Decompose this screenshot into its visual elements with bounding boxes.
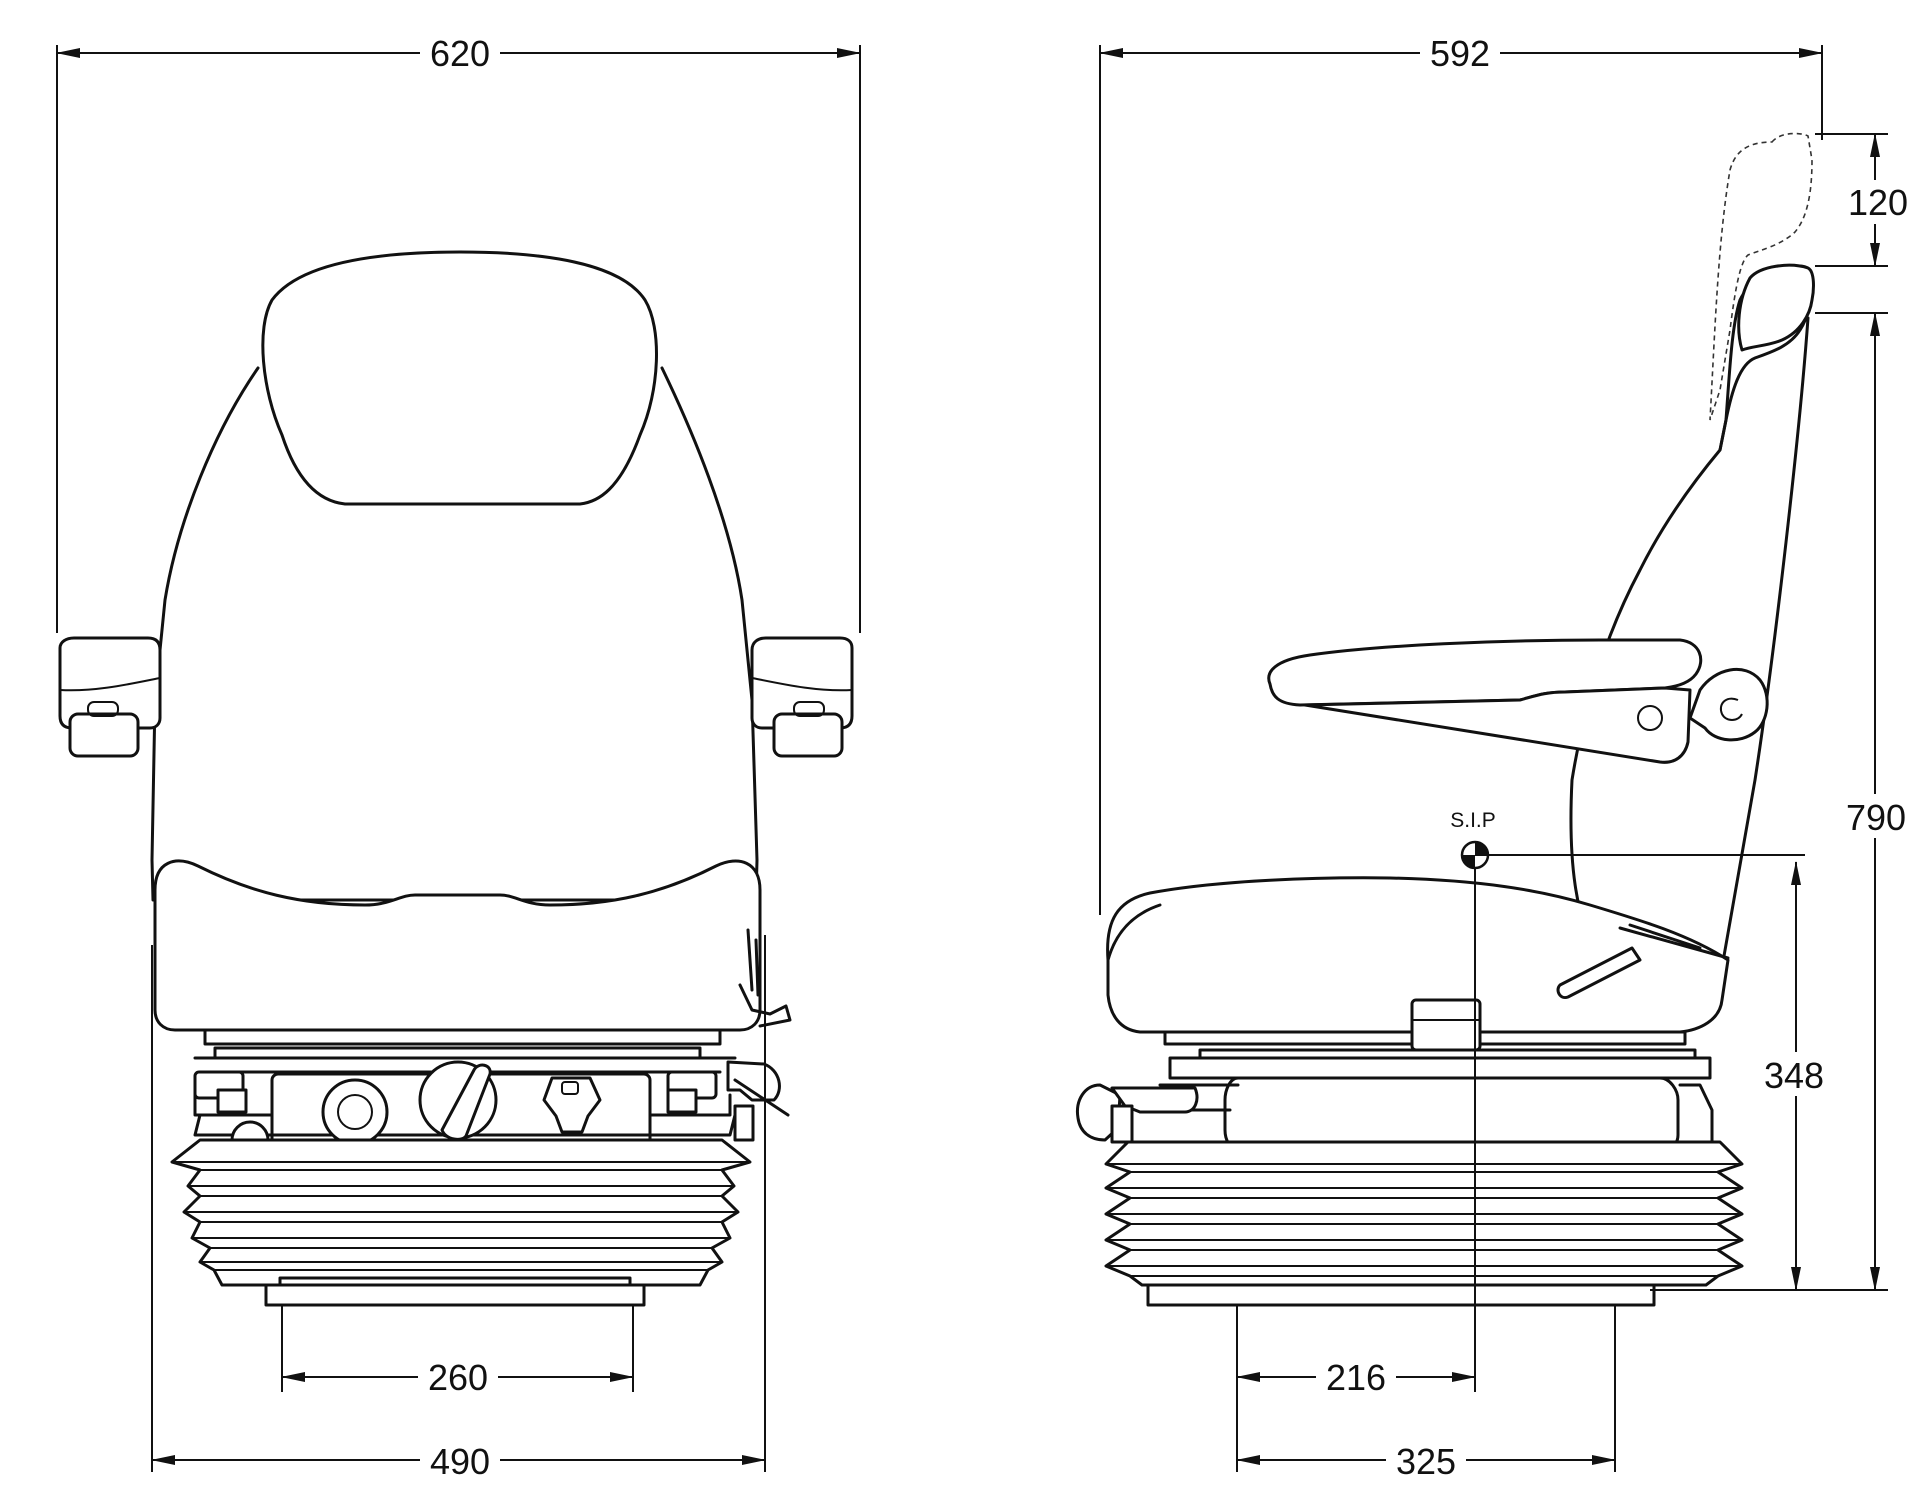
dim-sip-height-label: 348 bbox=[1764, 1055, 1824, 1096]
side-recline-pivot bbox=[1688, 668, 1769, 742]
side-recline-lever bbox=[1556, 923, 1730, 1000]
dim-front-mount: 260 bbox=[281, 1305, 634, 1399]
dim-front-base: 490 bbox=[151, 935, 766, 1482]
side-headrest bbox=[1737, 263, 1815, 352]
dim-side-height-label: 790 bbox=[1846, 797, 1906, 838]
front-seat-plate bbox=[203, 1028, 722, 1046]
dim-sip-offset: 216 bbox=[1236, 868, 1476, 1472]
front-height-knob bbox=[321, 1078, 389, 1146]
dim-side-height: 790 bbox=[1650, 312, 1920, 1291]
side-headrest-raised bbox=[1709, 132, 1813, 421]
dim-side-mount-label: 325 bbox=[1396, 1441, 1456, 1482]
dim-side-depth-label: 592 bbox=[1430, 33, 1490, 74]
front-weight-dial bbox=[418, 1060, 498, 1141]
front-damper-knob bbox=[542, 1076, 602, 1134]
dim-sip-offset-label: 216 bbox=[1326, 1357, 1386, 1398]
dim-sip-height: 348 bbox=[1475, 854, 1835, 1291]
side-console bbox=[1410, 998, 1482, 1052]
side-fore-aft-handle bbox=[1075, 1083, 1199, 1144]
front-armrest-left bbox=[58, 636, 162, 758]
side-suspension-body bbox=[1223, 1076, 1680, 1152]
front-view bbox=[58, 250, 854, 1307]
front-suspension-frame bbox=[213, 1046, 702, 1060]
dim-side-mount: 325 bbox=[1236, 1305, 1616, 1482]
dim-headrest-adjust-label: 120 bbox=[1848, 182, 1908, 223]
front-base-plate bbox=[264, 1283, 646, 1307]
sip-label: S.I.P bbox=[1450, 809, 1496, 832]
dimension-lines: 620 490 260 592 bbox=[56, 30, 1920, 1482]
dim-front-width: 620 bbox=[56, 30, 861, 633]
front-fore-aft-handle bbox=[726, 1060, 790, 1142]
side-armrest-support bbox=[1303, 686, 1692, 764]
front-headrest bbox=[261, 250, 658, 506]
front-side-lever bbox=[738, 983, 792, 1028]
side-view bbox=[1075, 132, 1815, 1307]
dim-front-width-label: 620 bbox=[430, 33, 490, 74]
dim-side-depth: 592 bbox=[1099, 30, 1823, 915]
side-backrest bbox=[1569, 264, 1814, 992]
side-suspension-housing bbox=[1168, 1056, 1712, 1080]
dim-headrest-adjust: 120 bbox=[1815, 133, 1920, 267]
dim-front-base-label: 490 bbox=[430, 1441, 490, 1482]
front-armrest-right bbox=[750, 636, 854, 758]
front-seat-cushion bbox=[153, 859, 762, 1032]
side-base-plate bbox=[1146, 1283, 1656, 1307]
dim-front-mount-label: 260 bbox=[428, 1357, 488, 1398]
